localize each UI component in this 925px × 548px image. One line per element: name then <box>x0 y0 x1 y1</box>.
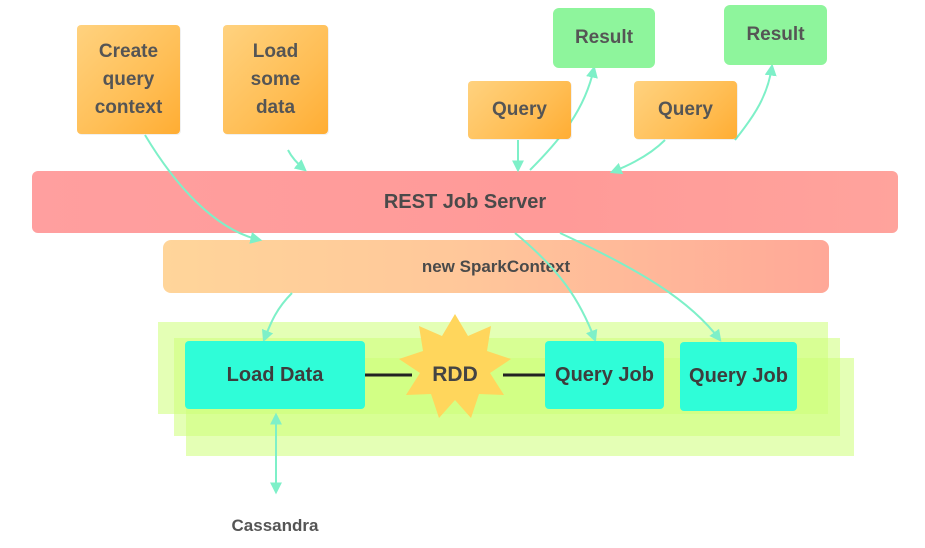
query-node-1: Query <box>468 81 571 139</box>
query-job-label-2: Query Job <box>689 365 788 387</box>
query-job-label-1: Query Job <box>555 363 654 386</box>
spark-context-bar: new SparkContext <box>163 240 829 293</box>
load-some-data-label: Load some data <box>250 40 301 118</box>
query-label-1: Query <box>492 99 547 120</box>
arrow-to-result2 <box>734 63 777 141</box>
rest-job-server-label: REST Job Server <box>383 190 547 213</box>
query-label-2: Query <box>658 99 713 120</box>
result-node-2: Result <box>724 5 827 65</box>
rdd-label: RDD <box>432 363 478 386</box>
load-data-label: Load Data <box>226 363 324 386</box>
create-query-context-label: Create query context <box>94 40 163 118</box>
spark-context-label: new SparkContext <box>421 256 571 276</box>
cassandra-label: Cassandra <box>231 516 319 535</box>
rdd-starburst <box>399 314 511 418</box>
arrow-create-context-to-spark <box>144 134 263 244</box>
query-job-node-1: Query Job <box>545 341 664 409</box>
query-job-node-2: Query Job <box>680 342 797 411</box>
load-data-node: Load Data <box>185 341 365 409</box>
arrow-server-to-queryjob2 <box>559 232 722 342</box>
arrow-load-data-to-server <box>287 149 307 172</box>
result-node-1: Result <box>553 8 655 68</box>
query-node-2: Query <box>634 81 737 139</box>
arrow-server-to-queryjob1 <box>514 232 598 343</box>
arrow-spark-to-loaddata <box>261 292 293 343</box>
arrow-query2-to-server <box>609 139 666 175</box>
result-label-1: Result <box>574 27 634 48</box>
result-label-2: Result <box>746 24 805 45</box>
create-query-context-node: Create query context <box>77 25 180 134</box>
load-some-data-node: Load some data <box>223 25 328 134</box>
